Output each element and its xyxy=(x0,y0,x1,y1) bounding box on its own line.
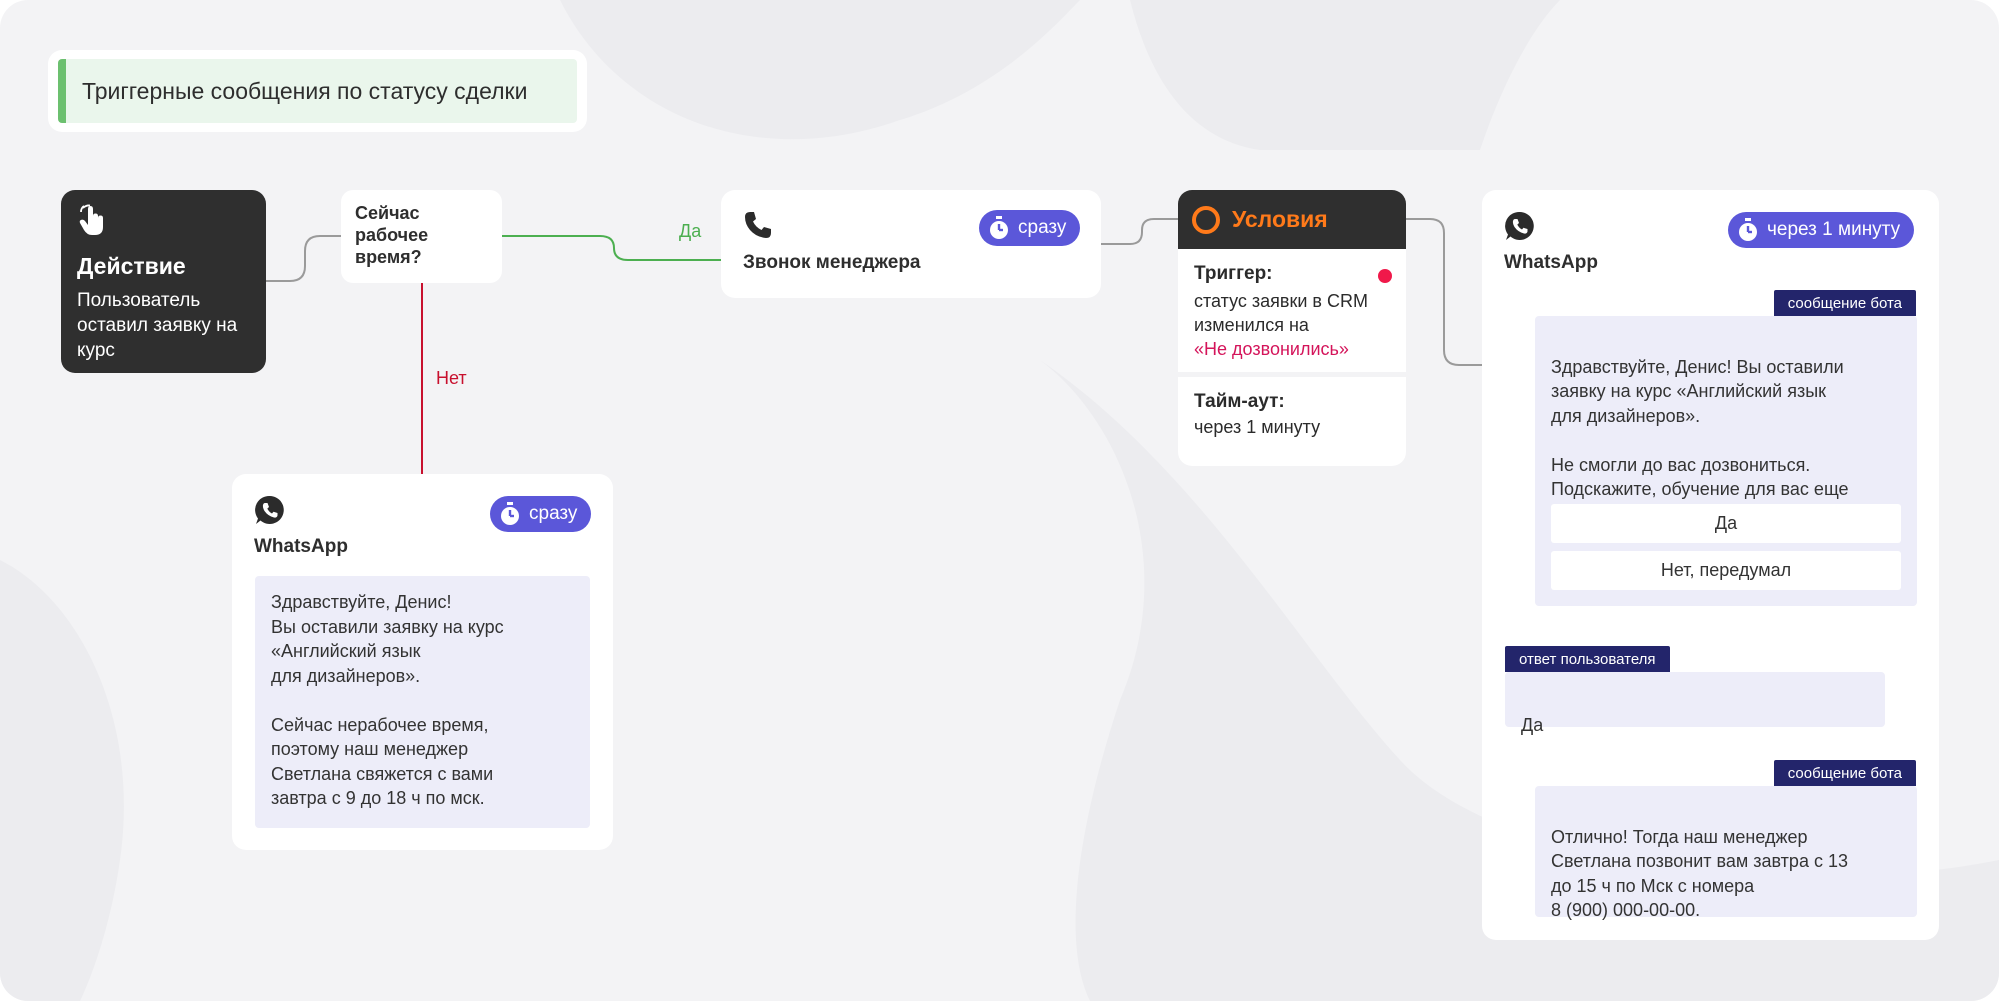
stopwatch-icon xyxy=(990,216,1008,239)
user-reply-bubble: Да xyxy=(1505,672,1885,735)
hand-pointer-icon xyxy=(79,204,103,235)
stopwatch-icon xyxy=(1739,218,1757,241)
whatsapp-left-timer-badge[interactable]: сразу xyxy=(490,496,592,532)
conditions-node[interactable]: Условия Триггер: статус заявки в CRM изм… xyxy=(1178,190,1406,466)
whatsapp-icon xyxy=(1505,211,1534,240)
conditions-title: Условия xyxy=(1232,206,1328,232)
whatsapp-left-timer-text: сразу xyxy=(529,503,578,524)
whatsapp-left-label: WhatsApp xyxy=(254,536,348,557)
question-text: Сейчас рабочее время? xyxy=(355,203,429,267)
whatsapp-right-timer-badge[interactable]: через 1 минуту xyxy=(1728,212,1915,248)
whatsapp-node-left[interactable]: WhatsApp сразу Здравствуйте, Денис! Вы о… xyxy=(232,474,613,850)
call-node[interactable]: Звонок менеджера сразу xyxy=(721,190,1101,298)
option-no-button[interactable]: Нет, передумал xyxy=(1551,551,1901,590)
edge-label-yes: Да xyxy=(679,221,702,241)
trigger-title: Триггер: xyxy=(1194,263,1273,284)
user-reply-text: Да xyxy=(1521,714,1544,735)
call-label: Звонок менеджера xyxy=(743,252,921,273)
timeout-title: Тайм-аут: xyxy=(1194,391,1285,412)
action-node[interactable]: Действие Пользователь оставил заявку на … xyxy=(61,190,266,373)
option-yes-button[interactable]: Да xyxy=(1551,504,1901,543)
bot-message-tag: сообщение бота xyxy=(1773,290,1916,316)
bot-message-text-2: Отлично! Тогда наш менеджер Светлана поз… xyxy=(1551,826,1848,921)
action-title: Действие xyxy=(77,253,186,279)
call-timer-badge[interactable]: сразу xyxy=(979,210,1081,246)
bot-message-tag-2: сообщение бота xyxy=(1773,760,1916,786)
whatsapp-left-message: Здравствуйте, Денис! Вы оставили заявку … xyxy=(255,576,590,828)
title-box: Триггерные сообщения по статусу сделки xyxy=(48,50,587,132)
conditions-trigger: Триггер: статус заявки в CRM изменился н… xyxy=(1178,249,1406,377)
whatsapp-right-timer-text: через 1 минуту xyxy=(1767,219,1901,240)
stopwatch-icon xyxy=(501,502,519,525)
bot-message-bubble: Здравствуйте, Денис! Вы оставили заявку … xyxy=(1535,316,1917,606)
bot-message-bubble-2: Отлично! Тогда наш менеджер Светлана поз… xyxy=(1535,786,1917,920)
timeout-text: через 1 минуту xyxy=(1194,417,1321,437)
user-reply-tag: ответ пользователя xyxy=(1505,646,1670,672)
circle-icon xyxy=(1192,205,1220,234)
call-timer-text: сразу xyxy=(1018,217,1067,238)
conditions-header: Условия xyxy=(1178,190,1406,249)
whatsapp-icon xyxy=(255,495,284,524)
bot-message-text: Здравствуйте, Денис! Вы оставили заявку … xyxy=(1551,356,1849,524)
whatsapp-right-label: WhatsApp xyxy=(1504,252,1598,273)
phone-icon xyxy=(745,212,771,238)
action-text: Пользователь оставил заявку на курс xyxy=(77,290,238,361)
trigger-text: статус заявки в CRM изменился на xyxy=(1194,291,1368,335)
question-node[interactable]: Сейчас рабочее время? xyxy=(341,190,502,283)
status-dot-icon xyxy=(1378,269,1392,283)
conditions-timeout: Тайм-аут: через 1 минуту xyxy=(1178,377,1406,452)
trigger-value: «Не дозвонились» xyxy=(1194,339,1349,359)
page-title: Триггерные сообщения по статусу сделки xyxy=(58,59,577,123)
whatsapp-node-right[interactable]: WhatsApp через 1 минуту сообщение бота З… xyxy=(1482,190,1939,940)
edge-label-no: Нет xyxy=(436,368,467,388)
